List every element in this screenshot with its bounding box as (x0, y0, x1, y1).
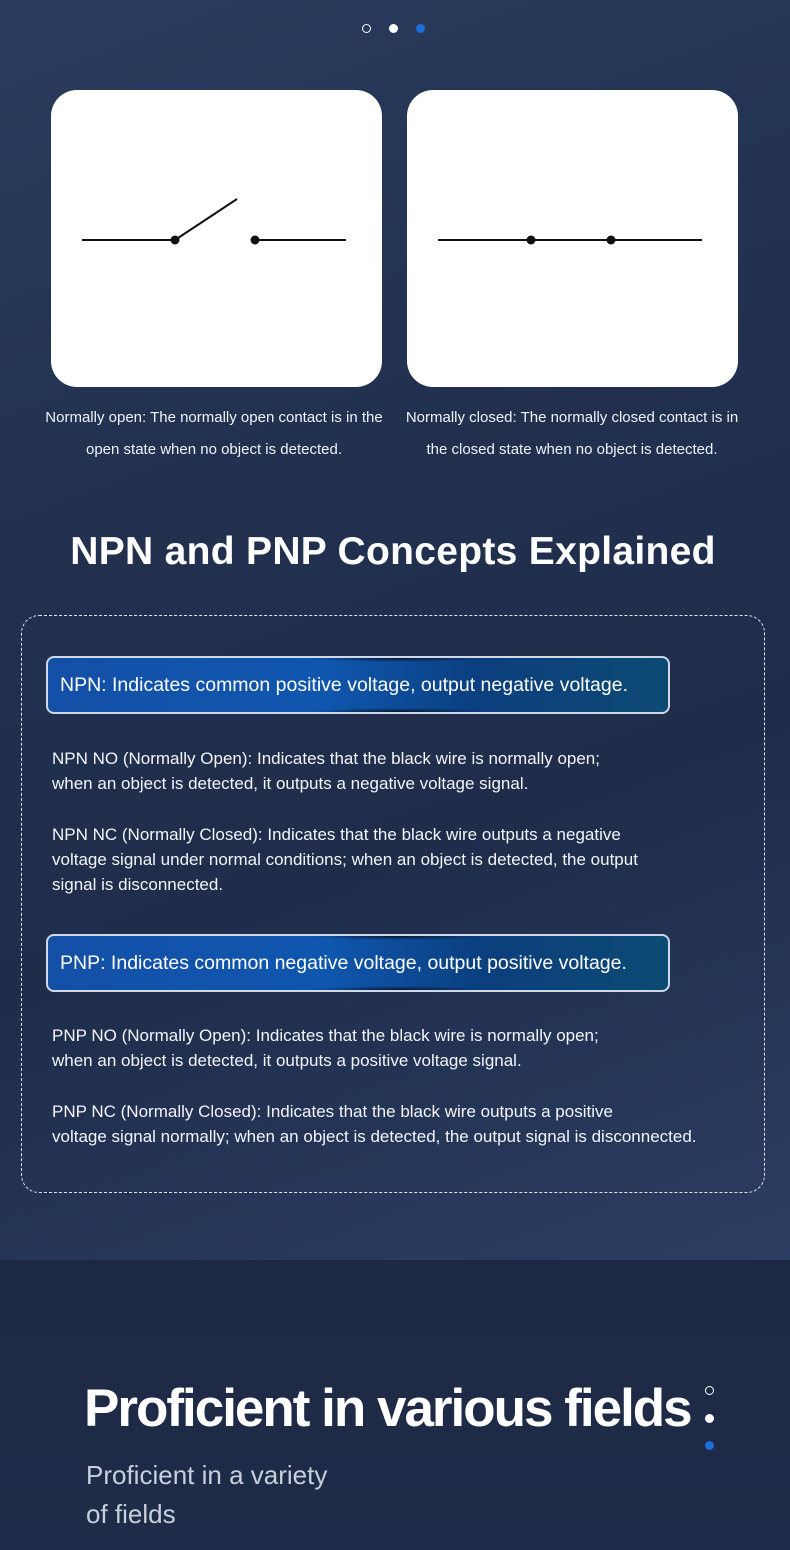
pnp-nc-text: PNP NC (Normally Closed): Indicates that… (52, 1102, 697, 1146)
fields-headline: Proficient in various fields (84, 1379, 693, 1438)
normally-closed-diagram-card (407, 90, 738, 387)
normally-open-switch-diagram (82, 198, 346, 245)
pager-dot-1[interactable] (362, 24, 371, 33)
normally-open-diagram-card (51, 90, 382, 387)
vertical-pager (704, 1386, 716, 1452)
npn-banner: NPN: Indicates common positive voltage, … (46, 656, 670, 714)
npn-no-text: NPN NO (Normally Open): Indicates that t… (52, 749, 600, 793)
open-contact-right (250, 235, 260, 245)
fields-subline: Proficient in a variety of fields (86, 1460, 328, 1529)
pnp-banner: PNP: Indicates common negative voltage, … (46, 934, 670, 992)
closed-contact-left (526, 235, 536, 245)
pnp-no-text: PNP NO (Normally Open): Indicates that t… (52, 1026, 599, 1070)
npn-pnp-explanation-box (21, 615, 765, 1193)
section-title: NPN and PNP Concepts Explained (70, 530, 716, 573)
npn-nc-text: NPN NC (Normally Closed): Indicates that… (52, 825, 638, 894)
closed-contact-right (606, 235, 616, 245)
vertical-pager-dot-1[interactable] (705, 1386, 714, 1395)
normally-closed-switch-diagram (438, 235, 702, 245)
carousel-pager (0, 24, 790, 36)
vertical-pager-dot-2[interactable] (705, 1414, 714, 1423)
normally-open-caption: Normally open: The normally open contact… (45, 409, 383, 458)
open-switch-lever (174, 198, 238, 241)
normally-closed-caption: Normally closed: The normally closed con… (405, 409, 739, 458)
pager-dot-3-active[interactable] (416, 24, 425, 33)
pager-dot-2[interactable] (389, 24, 398, 33)
bottom-section (0, 1260, 790, 1550)
vertical-pager-dot-3-active[interactable] (705, 1441, 714, 1450)
open-contact-left (170, 235, 180, 245)
